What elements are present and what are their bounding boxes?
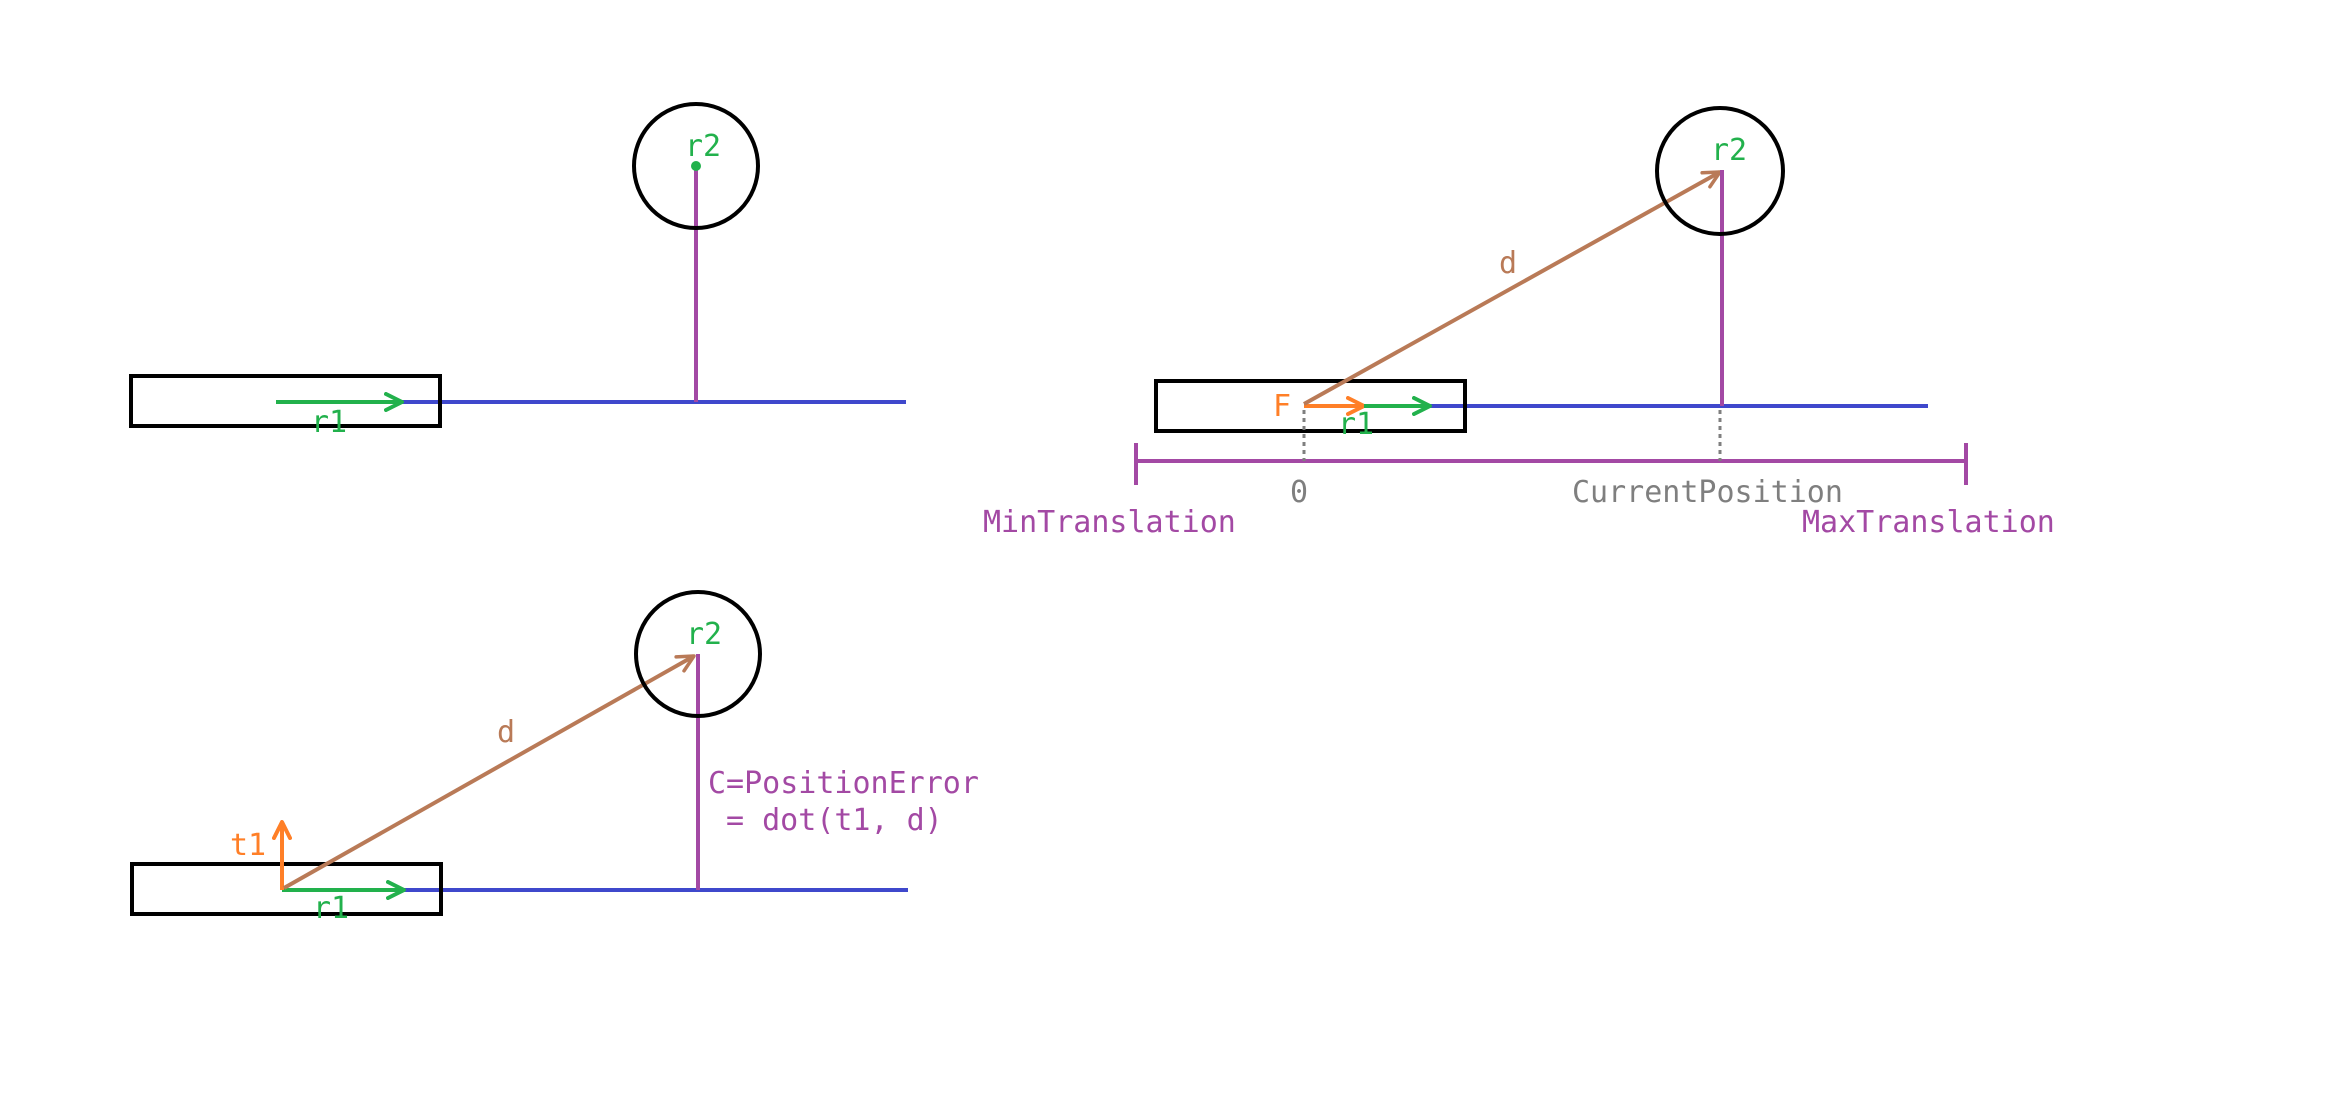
body1-box	[1154, 379, 1467, 433]
body2-circle	[1655, 106, 1785, 236]
r2-point	[691, 161, 701, 171]
min-translation-label: MinTranslation	[983, 505, 1236, 540]
max-translation-label: MaxTranslation	[1802, 505, 2055, 540]
body2-circle	[632, 102, 760, 230]
d-label: d	[497, 715, 515, 750]
d-vector-arrow	[283, 654, 696, 890]
diagram-top-left: r1 r2	[129, 102, 906, 440]
t1-label: t1	[230, 828, 266, 863]
force-label: F	[1273, 389, 1291, 424]
body2-circle	[634, 590, 762, 718]
r1-label: r1	[313, 891, 349, 926]
r1-label: r1	[1338, 407, 1374, 442]
r2-label: r2	[685, 129, 721, 164]
constraint-label-line2: = dot(t1, d)	[726, 803, 943, 838]
diagram-right: F r1 d r2 0 CurrentPosition MinTranslati…	[983, 106, 2055, 540]
zero-label: 0	[1290, 475, 1308, 510]
r2-label: r2	[686, 617, 722, 652]
constraint-label-line1: C=PositionError	[708, 766, 979, 801]
body1-box	[130, 862, 443, 916]
d-label: d	[1499, 246, 1517, 281]
diagram-bottom-left: r1 t1 d r2 C=PositionError = dot(t1, d)	[130, 590, 979, 926]
current-position-label: CurrentPosition	[1572, 475, 1843, 510]
r1-label: r1	[311, 405, 347, 440]
r2-label: r2	[1711, 133, 1747, 168]
body1-box	[129, 374, 442, 428]
d-vector-arrow	[1303, 170, 1722, 406]
